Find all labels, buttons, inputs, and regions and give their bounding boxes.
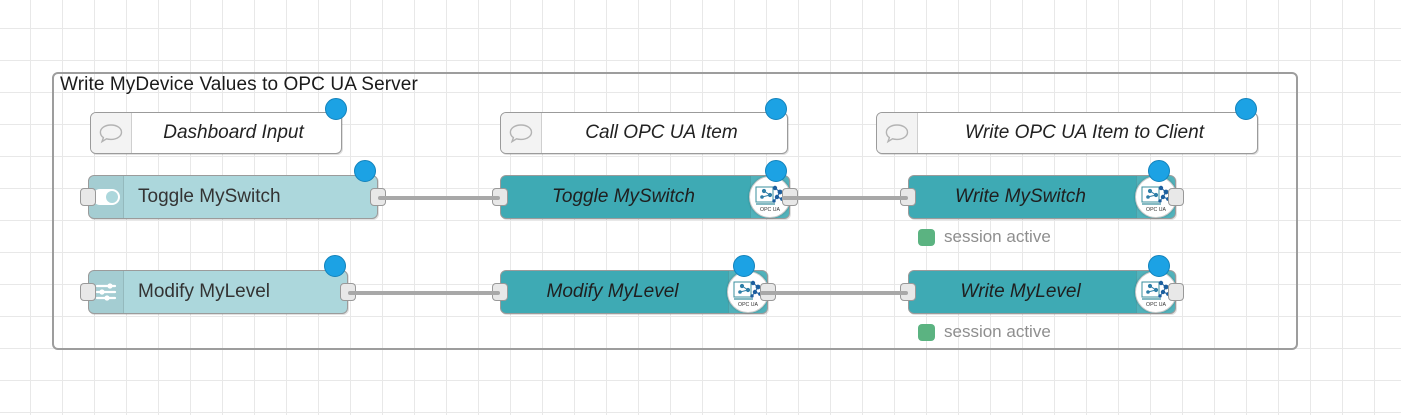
comment-icon xyxy=(91,113,132,153)
opcua-badge-text: OPC UA xyxy=(760,207,780,213)
selection-dot-modify-mylevel-input[interactable] xyxy=(324,255,346,277)
status-text: session active xyxy=(944,227,1051,246)
status-badge-write-mylevel: session active xyxy=(918,322,1051,342)
comment-icon xyxy=(877,113,918,153)
status-badge-write-myswitch: session active xyxy=(918,227,1051,247)
node-label: Modify MyLevel xyxy=(138,281,270,302)
opcua-item-node-toggle-myswitch[interactable]: Toggle MySwitch xyxy=(492,175,798,219)
node-label: Modify MyLevel xyxy=(546,281,679,302)
output-port[interactable] xyxy=(1168,188,1184,206)
selection-dot-toggle-myswitch-input[interactable] xyxy=(354,160,376,182)
selection-dot-modify-mylevel-opcua[interactable] xyxy=(733,255,755,277)
output-port[interactable] xyxy=(1168,283,1184,301)
toggle-switch-icon xyxy=(89,176,124,218)
wire-level-input-to-opcua[interactable] xyxy=(348,291,500,295)
comment-node-dashboard-input[interactable]: Dashboard Input xyxy=(90,112,342,154)
node-label: Toggle MySwitch xyxy=(138,186,281,207)
opcua-write-node-mylevel[interactable]: Write MyLevel xyxy=(900,270,1184,314)
comment-node-call-opcua-item[interactable]: Call OPC UA Item xyxy=(500,112,788,154)
selection-dot-write-myswitch[interactable] xyxy=(1148,160,1170,182)
input-port[interactable] xyxy=(80,188,96,206)
node-label: Write MyLevel xyxy=(960,281,1081,302)
opcua-item-node-modify-mylevel[interactable]: Modify MyLevel xyxy=(492,270,776,314)
status-text: session active xyxy=(944,322,1051,341)
dashboard-node-modify-mylevel[interactable]: Modify MyLevel xyxy=(80,270,356,314)
opcua-badge-text: OPC UA xyxy=(1146,207,1166,213)
wire-level-opcua-to-write[interactable] xyxy=(760,291,908,295)
selection-dot-write-mylevel[interactable] xyxy=(1148,255,1170,277)
opcua-write-node-myswitch[interactable]: Write MySwitch xyxy=(900,175,1184,219)
comment-node-write-opcua-item[interactable]: Write OPC UA Item to Client xyxy=(876,112,1258,154)
flow-group-container[interactable] xyxy=(52,72,1298,350)
comment-label: Dashboard Input xyxy=(163,122,304,143)
selection-dot-call-opcua-item[interactable] xyxy=(765,98,787,120)
comment-label: Call OPC UA Item xyxy=(585,122,738,143)
comment-label: Write OPC UA Item to Client xyxy=(965,122,1204,143)
node-label: Toggle MySwitch xyxy=(552,186,695,207)
selection-dot-dashboard-input[interactable] xyxy=(325,98,347,120)
wire-toggle-input-to-opcua[interactable] xyxy=(378,196,500,200)
opcua-badge-text: OPC UA xyxy=(1146,302,1166,308)
dashboard-node-toggle-myswitch[interactable]: Toggle MySwitch xyxy=(80,175,386,219)
wire-toggle-opcua-to-write[interactable] xyxy=(782,196,908,200)
input-port[interactable] xyxy=(80,283,96,301)
selection-dot-write-opcua-item[interactable] xyxy=(1235,98,1257,120)
status-indicator-dot xyxy=(918,323,935,341)
opcua-badge-text: OPC UA xyxy=(738,302,758,308)
flow-group-title: Write MyDevice Values to OPC UA Server xyxy=(60,74,418,95)
node-label: Write MySwitch xyxy=(955,186,1086,207)
selection-dot-toggle-myswitch-opcua[interactable] xyxy=(765,160,787,182)
status-indicator-dot xyxy=(918,228,935,246)
comment-icon xyxy=(501,113,542,153)
